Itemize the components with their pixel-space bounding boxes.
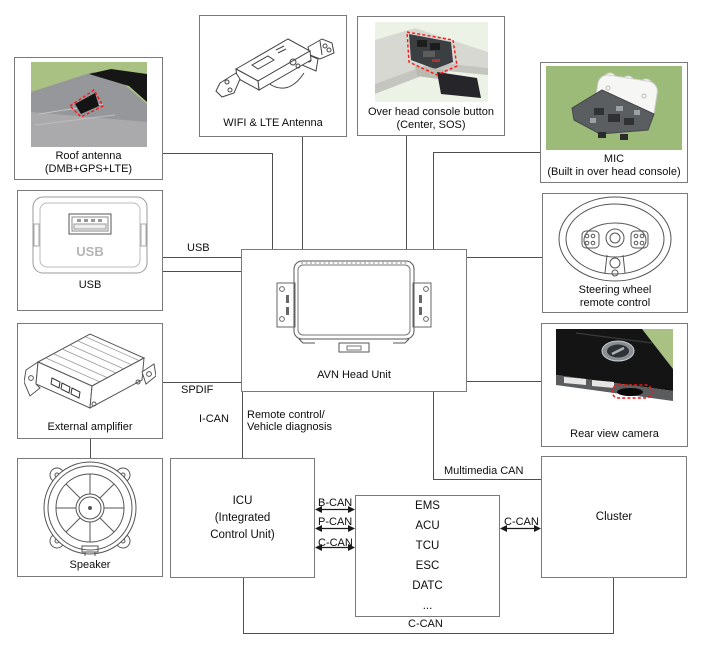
line-bottom-ccan-right-v [613,578,614,633]
ems-item: ESC [415,560,440,572]
line-overhead-console-v [406,136,407,249]
avn-head-unit-label: AVN Head Unit [317,369,391,382]
speaker-label-line1: Speaker [69,559,111,571]
line-amp-to-speaker [90,439,91,458]
ccan-cluster-label: C-CAN [504,516,539,528]
roof-antenna-label-line2: (DMB+GPS+LTE) [44,163,133,175]
line-wifi-antenna-v [302,137,303,249]
line-usb-upper [163,257,241,258]
line-usb-lower [163,271,241,272]
mic-box: MIC (Built in over head console) [540,62,688,183]
remote-control-label: Remote control/ Vehicle diagnosis [247,409,332,433]
icu-label-line1: ICU [232,494,253,507]
steering-wheel-box: Steering wheel remote control [542,193,688,313]
roof-antenna-label-line1: Roof antenna [55,150,122,162]
mic-photo [541,63,687,153]
usb-port-drawing: USB [18,191,162,279]
ems-list: EMS ACU TCU ESC DATC ... [412,496,442,616]
speaker-label: Speaker [70,559,111,572]
mic-label: MIC (Built in over head console) [547,153,680,179]
speaker-drawing [18,459,162,559]
external-amplifier-box: External amplifier [17,323,163,439]
line-steering-wheel [467,257,542,258]
wifi-antenna-label: WIFI & LTE Antenna [223,117,322,130]
roof-antenna-photo [15,58,162,150]
line-roof-antenna-h [163,153,272,154]
line-ican-v [242,392,243,458]
usb-box: USB USB [17,190,163,311]
roof-antenna-box: Roof antenna (DMB+GPS+LTE) [14,57,163,180]
cluster-label: Cluster [596,509,632,526]
external-amplifier-label-line1: External amplifier [47,421,133,433]
wifi-antenna-label-line1: WIFI & LTE Antenna [223,117,323,129]
line-roof-antenna-v [272,153,273,249]
ccan-cluster-arrow [500,525,541,532]
ccan-label: C-CAN [318,537,353,549]
mic-label-line1: MIC [603,153,625,165]
line-rear-camera [467,381,541,382]
line-multimedia-can-v [433,392,434,480]
line-multimedia-can-h [433,479,541,480]
pcan-label: P-CAN [318,516,353,528]
line-bottom-ccan-left-v [243,578,244,634]
cluster-label-line1: Cluster [595,510,633,523]
rear-camera-label-line1: Rear view camera [570,428,659,440]
usb-label-line1: USB [78,279,102,291]
spdif-connection-label: SPDIF [181,384,214,396]
usb-connection-label: USB [187,242,210,254]
ems-box: EMS ACU TCU ESC DATC ... [355,495,500,617]
avn-head-unit-drawing [242,250,466,369]
ems-item: TCU [415,540,440,552]
overhead-console-photo [358,17,504,106]
ican-connection-label: I-CAN [199,413,229,425]
rear-camera-label: Rear view camera [570,428,659,441]
multimedia-can-label: Multimedia CAN [444,465,524,477]
wifi-antenna-drawing [200,16,346,117]
line-mic-h [433,152,540,153]
ccan-arrow [315,544,355,551]
overhead-console-box: Over head console button (Center, SOS) [357,16,505,136]
overhead-console-label: Over head console button (Center, SOS) [368,106,494,132]
ems-item: DATC [412,580,443,592]
overhead-console-label-line1: Over head console button [368,106,494,118]
ems-item: ... [422,600,433,612]
icu-box: ICU (Integrated Control Unit) [170,458,315,578]
steering-wheel-drawing [543,194,687,284]
remote-control-label-line2: Vehicle diagnosis [247,421,333,433]
steering-wheel-label: Steering wheel remote control [579,284,652,310]
line-spdif [163,382,241,383]
usb-label: USB [79,279,102,292]
bcan-arrow [315,506,355,513]
bcan-label: B-CAN [318,497,353,509]
ccan-bottom-label: C-CAN [408,618,443,630]
wifi-antenna-box: WIFI & LTE Antenna [199,15,347,137]
avn-head-unit-box: AVN Head Unit [241,249,467,392]
icu-label-line3: Control Unit) [210,528,275,541]
mic-label-line2: (Built in over head console) [547,166,681,178]
rear-camera-photo [542,324,687,428]
steering-wheel-label-line2: remote control [579,297,651,309]
avn-head-unit-label-line1: AVN Head Unit [317,369,391,381]
speaker-box: Speaker [17,458,163,577]
rear-camera-box: Rear view camera [541,323,688,447]
line-bottom-ccan-h [243,633,614,634]
steering-wheel-label-line1: Steering wheel [578,284,652,296]
roof-antenna-label: Roof antenna (DMB+GPS+LTE) [45,150,132,176]
ems-item: ACU [415,520,440,532]
external-amplifier-drawing [18,324,162,421]
icu-label-line2: (Integrated [214,511,271,524]
pcan-arrow [315,525,355,532]
line-mic-v [433,152,434,249]
ems-item: EMS [415,500,440,512]
overhead-console-label-line2: (Center, SOS) [396,119,466,131]
external-amplifier-label: External amplifier [48,421,133,434]
remote-control-label-line1: Remote control/ [247,409,325,421]
icu-label: ICU (Integrated Control Unit) [210,493,275,544]
usb-port-text: USB [76,244,103,259]
cluster-box: Cluster [541,456,687,578]
